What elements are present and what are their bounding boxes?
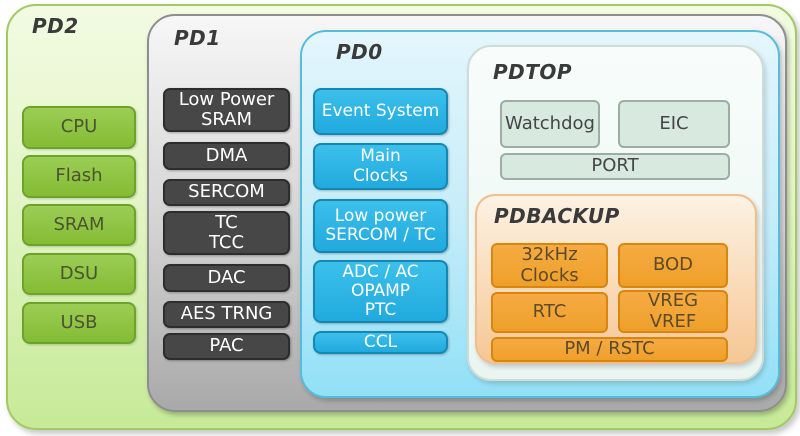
block-adc-ac-opamp-ptc: ADC / AC OPAMP PTC [313, 260, 448, 323]
block-port: PORT [500, 153, 730, 180]
block-sram: SRAM [22, 204, 136, 246]
block-event-system: Event System [313, 88, 448, 135]
pd0-label: PD0 [336, 40, 383, 64]
block-main-clocks: Main Clocks [313, 143, 448, 190]
block-32khz-clocks: 32kHz Clocks [491, 243, 608, 288]
block-sercom: SERCOM [163, 179, 290, 206]
block-ccl: CCL [313, 331, 448, 354]
block-eic: EIC [618, 100, 730, 148]
block-pm-rstc: PM / RSTC [491, 337, 728, 362]
block-cpu: CPU [22, 106, 136, 149]
pdtop-label: PDTOP [493, 60, 573, 84]
pd2-label: PD2 [32, 14, 79, 38]
pd1-label: PD1 [174, 26, 221, 50]
block-dsu: DSU [22, 253, 136, 295]
block-aes-trng: AES TRNG [163, 301, 290, 328]
block-pac: PAC [163, 333, 290, 360]
block-low-power-sram: Low Power SRAM [163, 88, 290, 132]
block-vreg-vref: VREG VREF [618, 290, 728, 333]
block-usb: USB [22, 302, 136, 344]
block-dac: DAC [163, 264, 290, 292]
block-rtc: RTC [491, 292, 608, 333]
block-flash: Flash [22, 155, 136, 198]
block-watchdog: Watchdog [500, 100, 600, 148]
block-bod: BOD [618, 243, 728, 288]
block-tc-tcc: TC TCC [163, 211, 290, 255]
pdbackup-label: PDBACKUP [494, 204, 620, 228]
block-dma: DMA [163, 142, 290, 170]
block-low-power-sercom-tc: Low power SERCOM / TC [313, 199, 448, 253]
